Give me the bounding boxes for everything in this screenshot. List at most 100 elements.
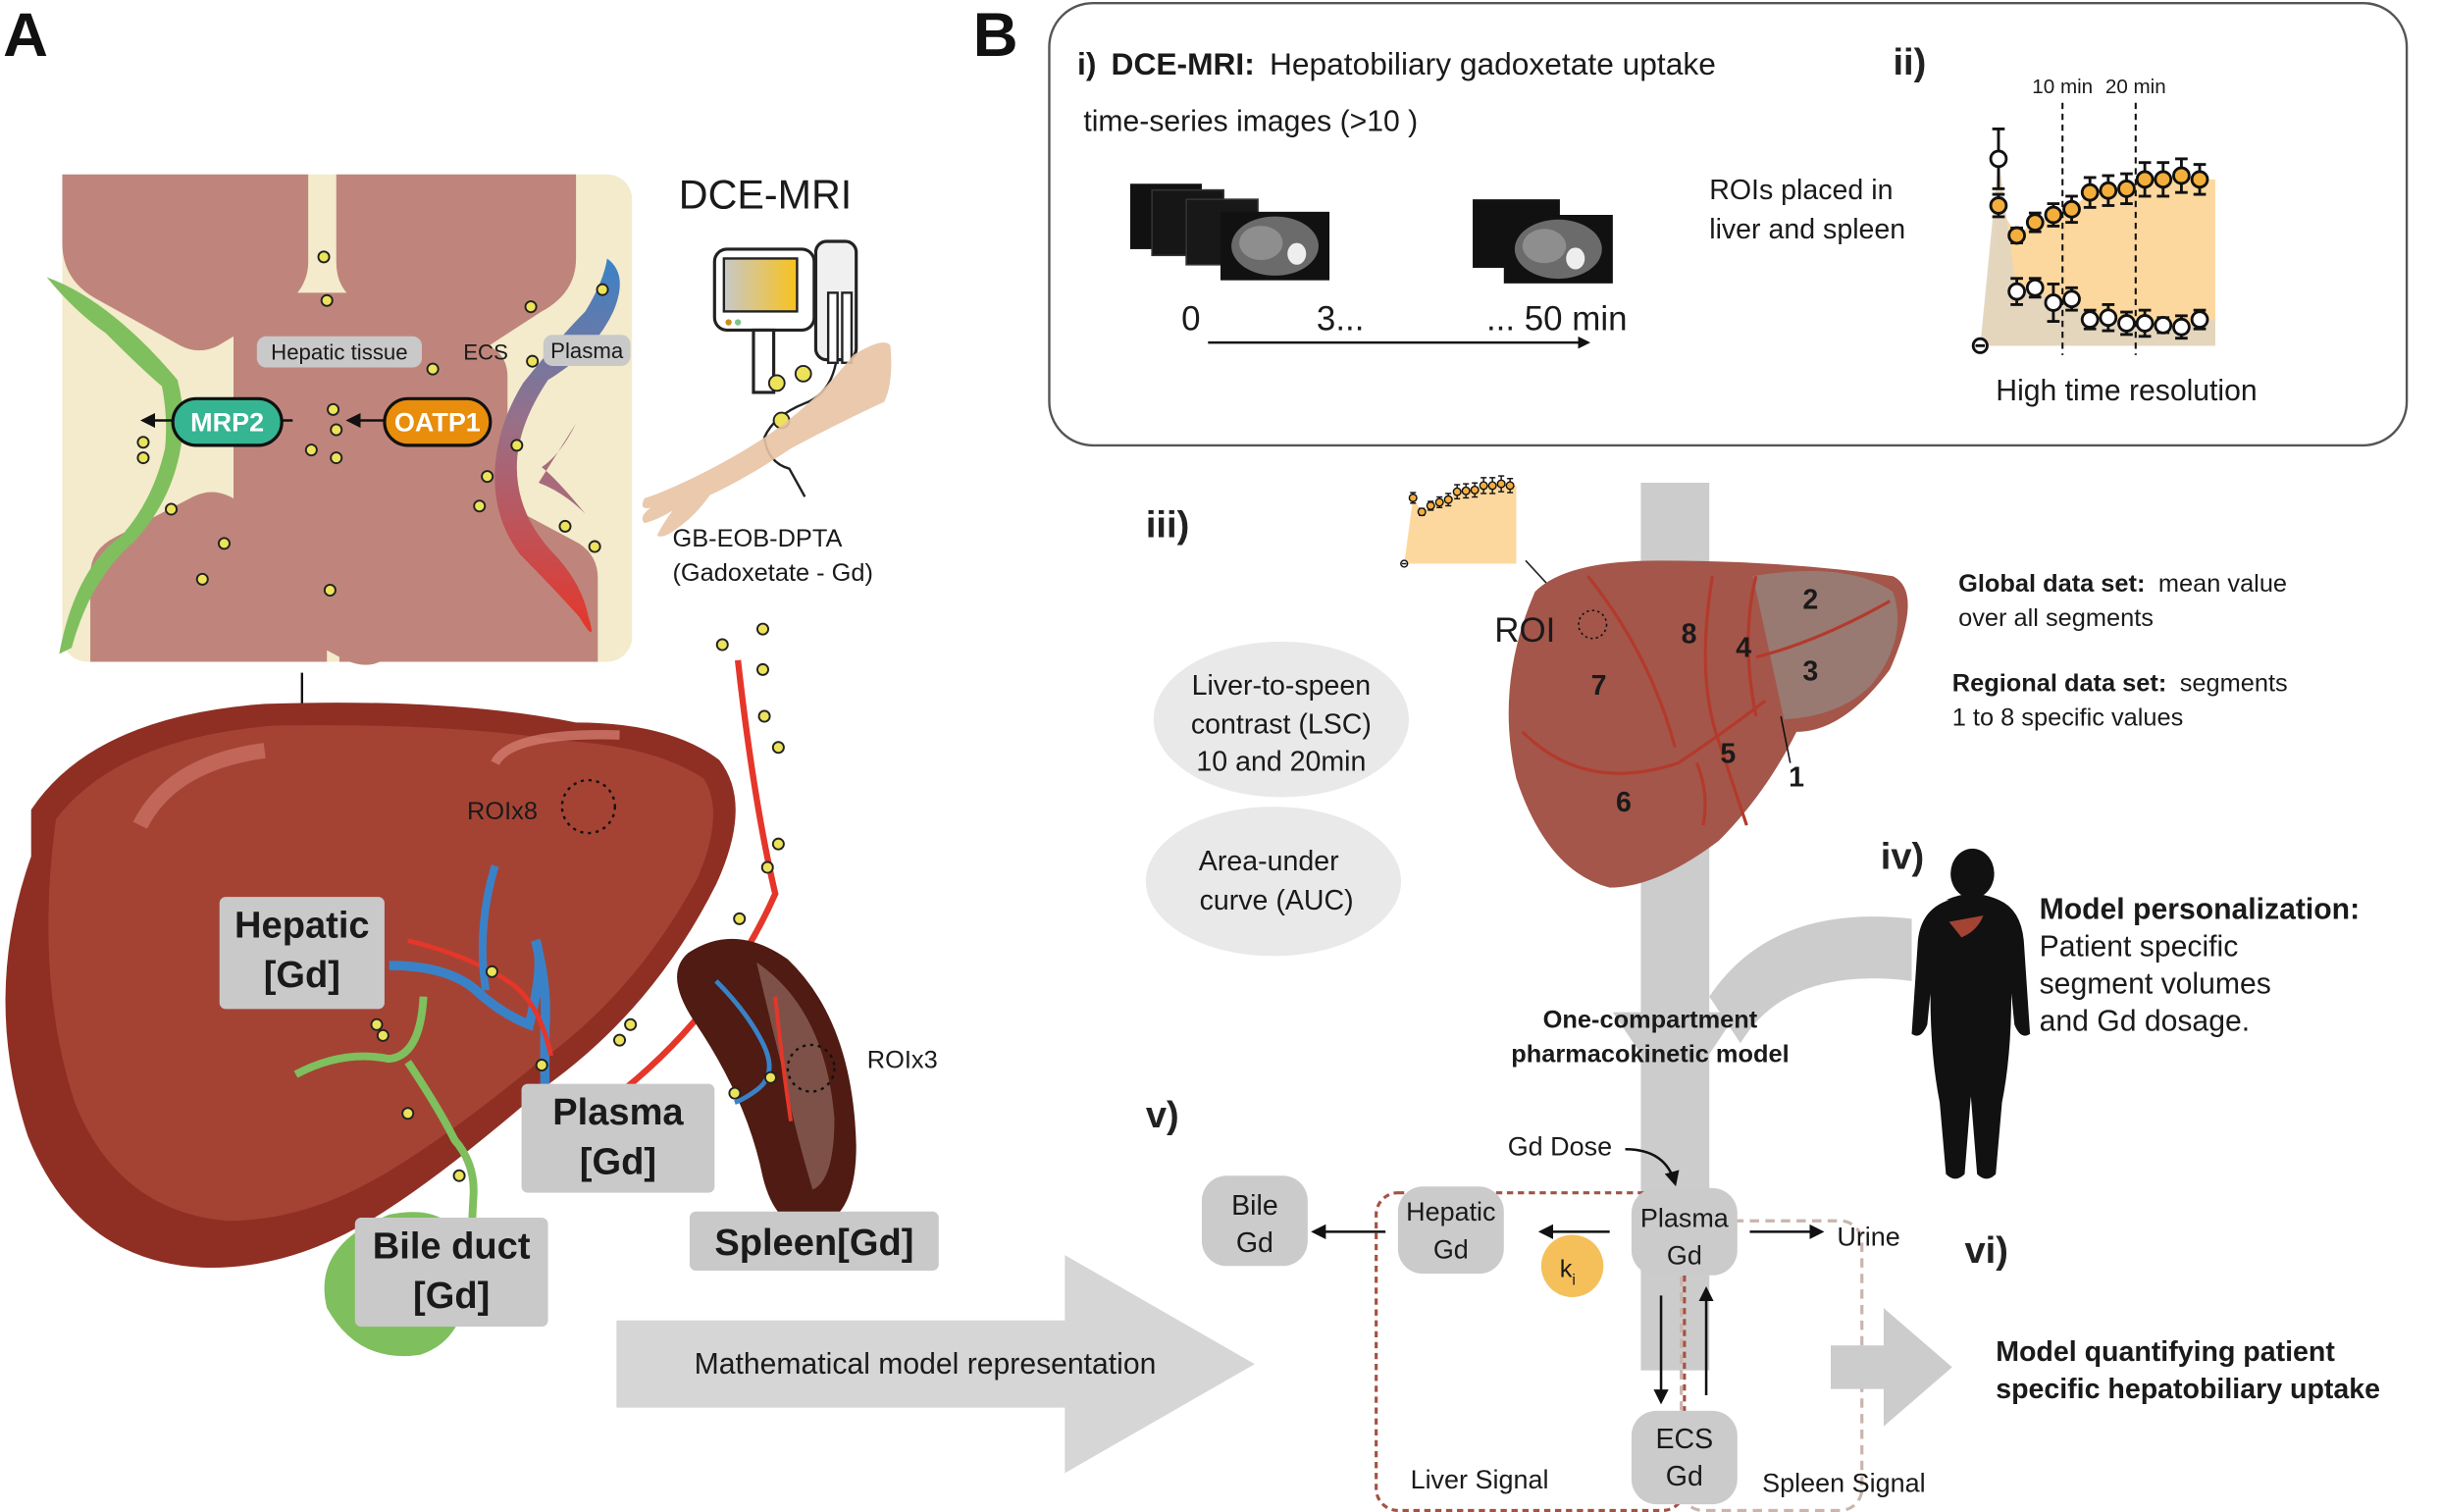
gd-dose-arrow (1625, 1147, 1680, 1187)
hepatic-gd-label-box (219, 897, 385, 1010)
step-ii-numeral: ii) (1893, 42, 1926, 83)
vline-label-2: 20 min (2105, 76, 2166, 98)
segment-roi-circle (1578, 609, 1608, 640)
liver-point (2117, 179, 2136, 198)
plasma-label-bg (543, 335, 631, 366)
oatp1-label: OATP1 (394, 408, 481, 438)
spleen-gd-label: Spleen[Gd] (714, 1223, 913, 1264)
liver-point (2025, 213, 2045, 232)
ki-rate-label: ki (1560, 1255, 1576, 1288)
segment-label-8: 8 (1682, 618, 1697, 650)
step-i-title-bold: DCE-MRI: (1112, 46, 1255, 81)
spleen-point (2117, 314, 2136, 333)
spleen-point (2025, 278, 2045, 297)
personalization-line1: Patient specific (2040, 930, 2239, 963)
spleen-point (2007, 282, 2026, 301)
liver-point (1452, 487, 1462, 496)
step-iv-numeral: iv) (1881, 837, 1924, 878)
result-line2: specific hepatobiliary uptake (1996, 1374, 2380, 1405)
liver-point (1470, 485, 1480, 495)
patient-silhouette-icon (1911, 848, 2031, 1179)
oatp1-transporter (383, 396, 493, 447)
personalization-merge-arrow (1709, 916, 1912, 1044)
ecs-gd-compartment (1631, 1410, 1738, 1505)
hepatic-tissue-schematic: Hepatic tissue ECS Plasma OATP1 MRP2 (46, 174, 633, 665)
ki-rate-badge (1540, 1234, 1604, 1297)
plasma-label: Plasma (550, 339, 624, 363)
ki-symbol: k (1560, 1255, 1573, 1282)
regional-data-set-line1: Regional data set: segments (1952, 670, 2288, 698)
result-arrow (1831, 1308, 1952, 1427)
spleen-point (2062, 289, 2081, 309)
chart-caption: High time resolution (1996, 375, 2257, 407)
liver-point (1461, 486, 1471, 495)
liver-point (1496, 479, 1506, 489)
spleen-point (2154, 316, 2173, 335)
model-label-line1: One-compartment (1543, 1006, 1758, 1033)
ki-subscript: i (1572, 1272, 1576, 1288)
ecs-gd-line2: Gd (1666, 1461, 1703, 1492)
plasma-gd-line1: Plasma (1640, 1204, 1729, 1233)
liver-point (1426, 500, 1435, 510)
hepatic-gd-line2: Gd (1433, 1234, 1469, 1264)
segment-label-4: 4 (1736, 633, 1751, 664)
timeline-label-mid: 3... (1317, 299, 1365, 338)
ecs-label: ECS (463, 340, 508, 365)
vline-label-1: 10 min (2032, 76, 2093, 98)
cell-bottom-left (90, 492, 328, 662)
liver-point (1989, 196, 2008, 215)
hepatic-vessels (389, 864, 554, 1106)
step-i-subtitle: time-series images (>10 ) (1083, 105, 1418, 137)
personalization-line2: segment volumes (2040, 968, 2271, 1001)
liver-point (1443, 495, 1453, 504)
bile-gd-line2: Gd (1236, 1227, 1273, 1259)
spleen-roi-label: ROIx3 (867, 1047, 938, 1074)
liver-point (2044, 205, 2063, 225)
step-i-heading: i) DCE-MRI: Hepatobiliary gadoxetate upt… (1077, 46, 1716, 81)
ecs-gd-line1: ECS (1655, 1424, 1713, 1455)
global-data-set-line1: Global data set: mean value (1958, 570, 2287, 598)
bile-gd-compartment (1201, 1175, 1308, 1267)
mri-image-stack-early (1129, 183, 1330, 281)
gd-dose-label: Gd Dose (1508, 1132, 1612, 1162)
model-representation-arrow (616, 1255, 1255, 1474)
regional-data-set-title: Regional data set: (1952, 670, 2167, 698)
global-data-set-line2: over all segments (1958, 604, 2154, 632)
urine-label: Urine (1837, 1223, 1899, 1252)
plasma-gd-label-line2: [Gd] (580, 1142, 656, 1183)
auc-metric-bubble (1145, 807, 1402, 957)
timeline-label-end: ... 50 min (1486, 299, 1628, 338)
liver-point (2099, 181, 2118, 200)
bile-gd-line1: Bile (1231, 1190, 1278, 1222)
segment-label-1: 1 (1789, 761, 1804, 793)
mrp2-transporter (171, 396, 284, 447)
regional-data-set-line2: 1 to 8 specific values (1952, 704, 2184, 732)
mri-image-stack-late (1473, 199, 1613, 284)
liver-point (1417, 507, 1427, 517)
signal-time-chart: 10 min 20 min (1971, 76, 2215, 355)
spleen-gd-label-box (689, 1211, 939, 1272)
step-i-title-rest: Hepatobiliary gadoxetate uptake (1270, 46, 1716, 81)
liver-point (2172, 166, 2191, 185)
bile-canaliculus (46, 277, 183, 654)
plasma-gd-label-box (521, 1083, 715, 1193)
plasma-gd-label-line1: Plasma (552, 1092, 684, 1133)
global-data-set-desc: mean value (2158, 570, 2287, 598)
spleen-area (1980, 158, 2215, 346)
liver-point (2080, 182, 2100, 202)
model-representation-label: Mathematical model representation (695, 1348, 1157, 1381)
result-line1: Model quantifying patient (1996, 1336, 2335, 1368)
liver-point (2007, 226, 2026, 245)
segmented-liver (1508, 560, 1908, 888)
personalization-title: Model personalization: (2040, 893, 2361, 925)
liver-point (1505, 481, 1515, 491)
artery-gd-particles (370, 622, 785, 1182)
auc-line1: Area-under (1199, 846, 1339, 877)
roi-placement-line1: ROIs placed in (1709, 175, 1893, 206)
segment-1-pointer (1780, 715, 1792, 763)
contrast-agent-name: GB-EOB-DPTA (672, 525, 842, 552)
roi-placement-line2: liver and spleen (1709, 214, 1905, 245)
lsc-line3: 10 and 20min (1196, 747, 1366, 778)
liver-point (1434, 497, 1444, 507)
